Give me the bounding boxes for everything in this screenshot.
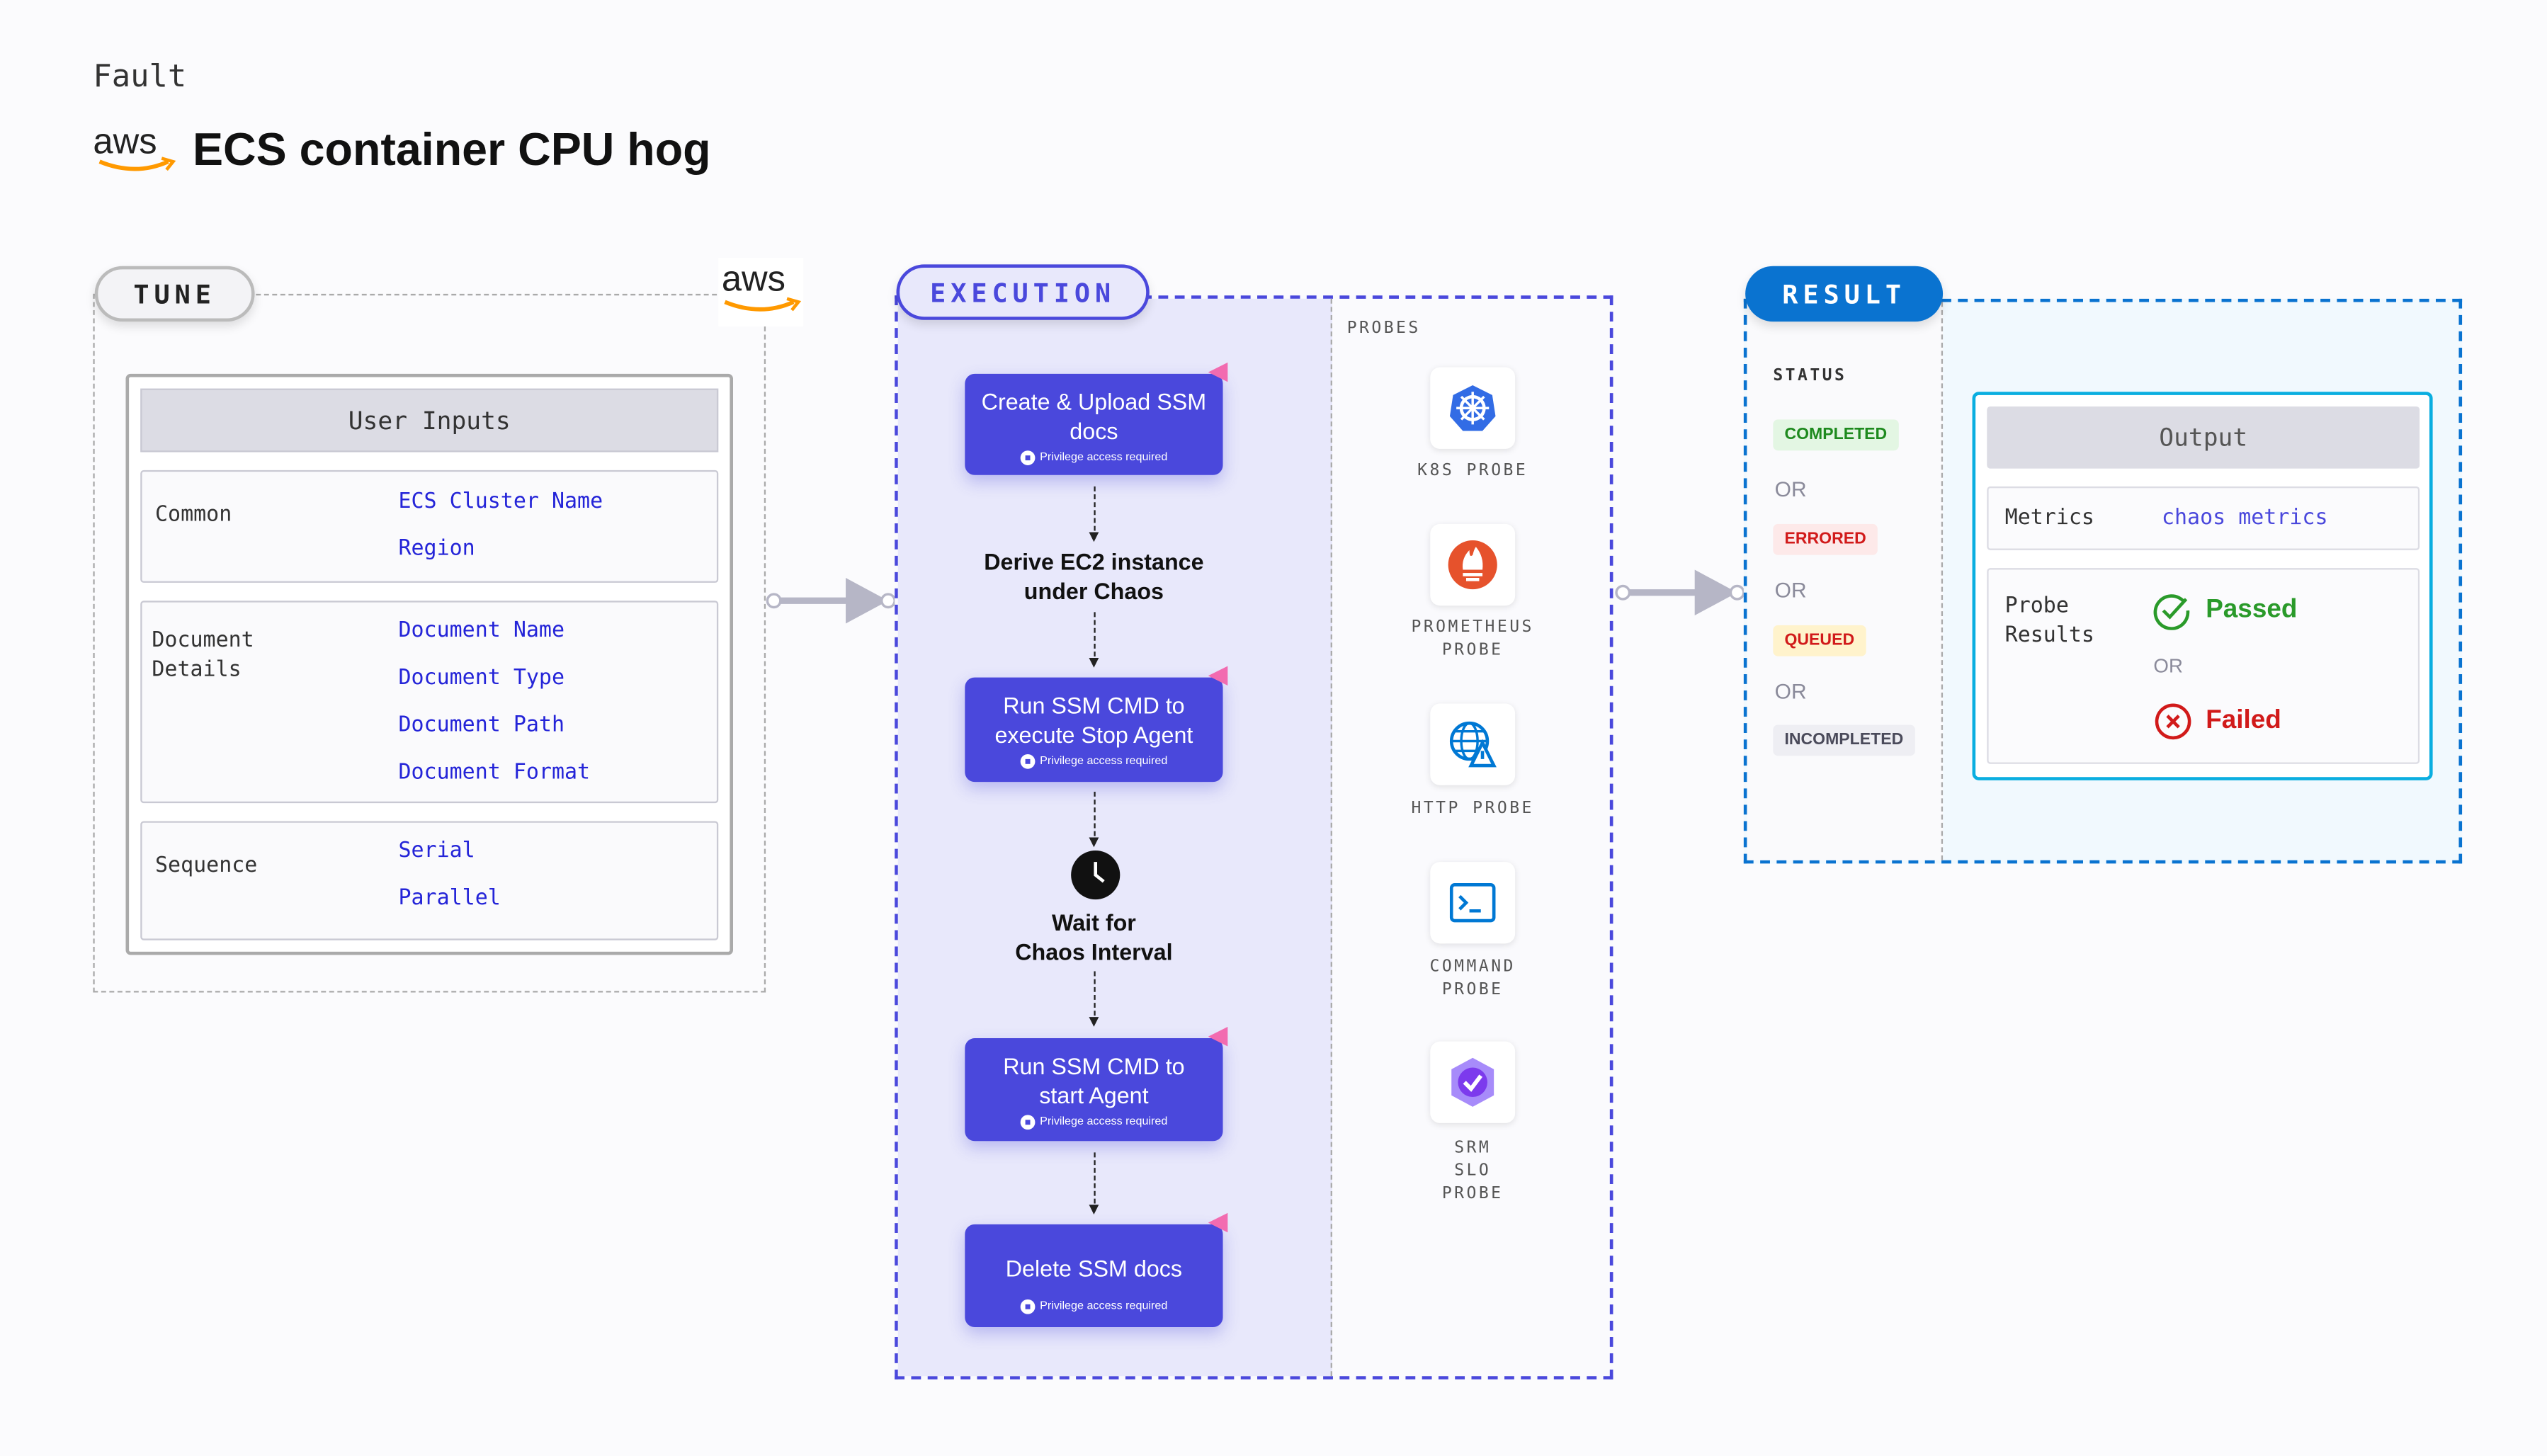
lock-icon [1020, 1115, 1036, 1130]
prometheus-icon [1430, 523, 1516, 606]
status-badge-queued: QUEUED [1773, 625, 1866, 656]
arrow-connector [766, 578, 896, 624]
input-document-path: Document Path [398, 713, 565, 738]
globe-warning-icon [1430, 703, 1516, 785]
step-wait-for-chaos-interval: Wait for Chaos Interval [1015, 909, 1173, 965]
input-document-type: Document Type [398, 666, 565, 691]
input-region: Region [398, 537, 475, 562]
tune-section [93, 293, 766, 993]
probe-srm-slo-label: SRM SLO PROBE [1441, 1139, 1504, 1203]
aws-logo: aws [718, 258, 804, 327]
probe-prometheus-label: PROMETHEUS PROBE [1411, 618, 1534, 660]
metrics-label: Metrics [2004, 506, 2094, 531]
flow-arrow [1089, 612, 1099, 668]
metrics-value: chaos metrics [2161, 506, 2328, 531]
input-serial: Serial [398, 838, 475, 864]
row-label: Document Details [152, 628, 254, 683]
input-row-sequence: Sequence Serial Parallel [140, 821, 719, 940]
execution-label: EXECUTION [896, 264, 1150, 320]
kubernetes-icon [1430, 367, 1516, 449]
output-title: Output [1987, 406, 2420, 469]
page-title: ECS container CPU hog [193, 124, 711, 175]
probe-results-label: Probe Results [2004, 594, 2094, 649]
tune-label: TUNE [94, 266, 255, 322]
probe-command-label: COMMAND PROBE [1429, 958, 1516, 999]
input-ecs-cluster-name: ECS Cluster Name [398, 489, 603, 515]
flow-arrow [1089, 791, 1099, 848]
arrow-connector [1615, 569, 1745, 616]
flow-arrow [1089, 971, 1099, 1027]
lock-icon [1020, 450, 1036, 465]
input-document-format: Document Format [398, 761, 591, 785]
user-inputs-title: User Inputs [140, 388, 719, 453]
aws-logo: aws [93, 121, 178, 180]
clock-icon [1071, 850, 1121, 900]
terminal-icon [1430, 862, 1516, 944]
step-derive-ec2-instance: Derive EC2 instance under Chaos [984, 548, 1204, 604]
row-label: Sequence [154, 853, 258, 879]
probe-http-label: HTTP PROBE [1411, 800, 1534, 818]
lock-icon [1020, 753, 1036, 769]
slo-icon [1430, 1041, 1516, 1123]
input-document-name: Document Name [398, 618, 565, 644]
input-row-document: Document Details Document Name Document … [140, 601, 719, 804]
page-kicker: Fault [93, 58, 187, 95]
input-parallel: Parallel [398, 886, 501, 911]
check-circle-icon [2153, 594, 2190, 630]
row-label: Common [154, 502, 232, 528]
or-text: OR [1774, 477, 1807, 501]
or-text: OR [2153, 654, 2183, 678]
status-badge-completed: COMPLETED [1773, 419, 1899, 451]
probe-k8s-label: K8S PROBE [1417, 462, 1528, 480]
probes-label: PROBES [1346, 319, 1421, 339]
status-badge-errored: ERRORED [1773, 523, 1878, 555]
metrics-row: Metrics chaos metrics [1987, 486, 2420, 550]
result-label: RESULT [1745, 266, 1944, 322]
passed-label: Passed [2206, 596, 2298, 624]
lock-icon [1020, 1299, 1036, 1314]
flow-arrow [1089, 1152, 1099, 1215]
or-text: OR [1774, 578, 1807, 603]
or-text: OR [1774, 678, 1807, 704]
status-label: STATUS [1773, 367, 1847, 386]
probe-results-row: Probe Results Passed OR Failed [1987, 568, 2420, 764]
input-row-common: Common ECS Cluster Name Region [140, 470, 719, 583]
flow-arrow [1089, 486, 1099, 542]
x-circle-icon [2155, 703, 2191, 740]
failed-label: Failed [2206, 707, 2281, 735]
status-badge-incompleted: INCOMPLETED [1773, 724, 1915, 756]
